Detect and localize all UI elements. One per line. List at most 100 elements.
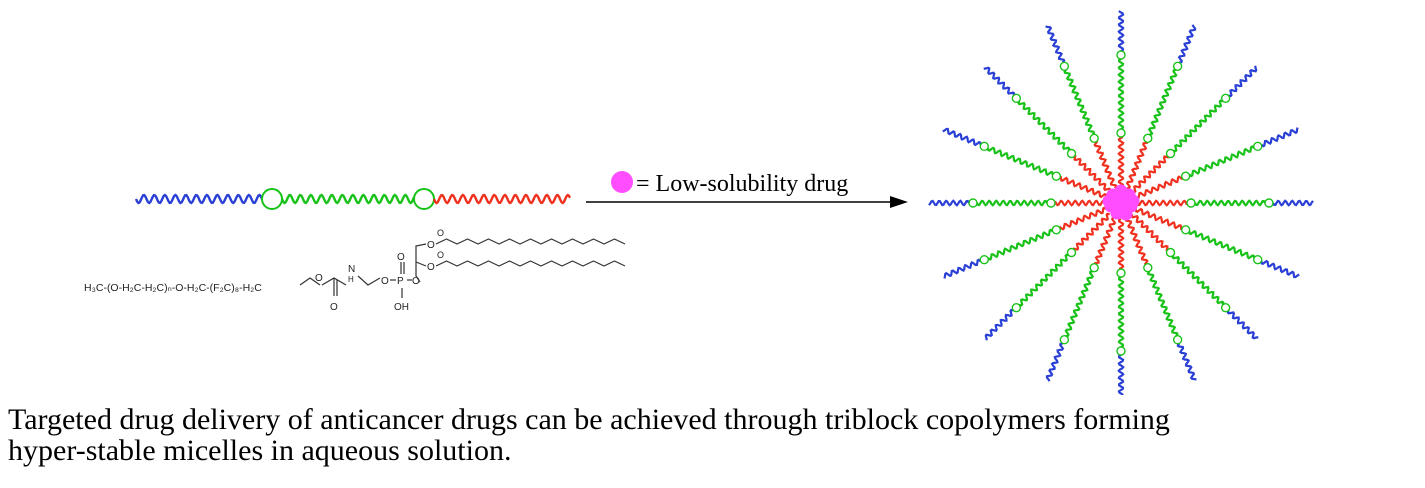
micelle-arm-segment [1147,68,1178,136]
micelle-arm-segment [1260,259,1300,279]
micelle-arm-segment [1130,214,1169,252]
micelle-arm-segment [1045,25,1066,64]
micelle-arm-segment [1073,154,1112,192]
micelle-junction-circle [1186,198,1196,208]
micelle-arm-segment [1054,199,1106,207]
micelle-junction-circle [1089,262,1099,273]
micelle-arm-segment [1117,58,1125,130]
micelle-arm-segment [984,308,1014,341]
micelle-arm-segment [1117,218,1125,270]
drug-circle-icon [611,171,633,193]
micelle-junction-circle [1046,198,1056,208]
micelle-arm-segment [1059,176,1108,199]
micelle-arm-segment [1094,216,1117,265]
micelle-arm-segment [1072,212,1110,251]
atom-o-ester: O [412,276,420,287]
hydrophilic-block [134,193,264,205]
micelle-junction-circle [1264,198,1274,208]
drug-core [1102,184,1140,221]
micelle-arm-segment [1171,255,1225,306]
micelle-junction-circle [1059,61,1070,71]
micelle-junction-circle [1116,128,1126,138]
micelle-arm-segment [1132,155,1170,194]
drug-particle [1102,194,1116,208]
atom-o-carbamate: O [315,273,323,284]
micelle-arm-segment [1125,141,1148,190]
micelle-junction-circle [1180,225,1191,235]
micelle-arm-segment [1134,207,1183,230]
micelle-arm-segment [976,199,1048,207]
micelle-arm-segment [1063,69,1096,136]
fatty-acid-chain [435,260,626,267]
chemical-structure: H₃C-(O-H₂C-H₂C)ₙ-O-H₂C-(F₂C)₈-H₂C O O N … [84,228,626,313]
micelle-junction-circle [1059,335,1070,345]
micelle-junction-circle [1116,268,1126,278]
micelle-junction-circle [1116,50,1126,60]
atom-h: H [348,275,354,284]
micelle-arm-segment [1136,199,1188,207]
diagram-canvas: H₃C-(O-H₂C-H₂C)ₙ-O-H₂C-(F₂C)₈-H₂C O O N … [84,10,1314,395]
micelle-junction-circle [1051,171,1062,181]
drug-particle [1114,184,1128,198]
micelle-arm-segment [1117,354,1125,395]
micelle-junction-circle [1253,254,1263,265]
micelle-arm-segment [942,127,982,147]
atom-o-chain2-double: O [437,250,444,260]
atom-n: N [348,264,355,275]
micelle-arm-segment [928,199,970,207]
micelle-junction-circle [1253,141,1263,152]
legend-label: = Low-solubility drug [636,171,848,197]
micelle-junction-circle [1165,148,1176,159]
micelle-arm-segment [1194,199,1266,207]
micelle-arm-segment [1117,10,1125,52]
micelle-arm-segment [1177,24,1197,64]
atom-o-chain1-double: O [437,228,444,238]
formula-main: H₃C-(O-H₂C-H₂C)ₙ-O-H₂C-(F₂C)₈-H₂C [84,282,262,294]
micelle-junction-circle [1116,346,1126,356]
micelle-junction-circle [1220,302,1231,313]
micelle-arm-segment [1064,270,1095,338]
micelle-arm-segment [1017,100,1071,151]
micelle-junction-circle [1011,93,1022,104]
fluorinated-block [280,193,416,205]
micelle-arm-segment [1228,65,1258,98]
micelle-arm-segment [1188,229,1256,260]
micelle-junction-circle [1172,61,1183,71]
micelle-arm-segment [1272,199,1314,207]
micelle-junction-circle [1011,302,1022,313]
micelle-junction-circle [979,141,989,152]
micelle-arm-segment [987,228,1054,261]
block-junction-circle [413,188,435,210]
micelle-junction-circle [1143,262,1153,273]
micelle-arm-segment [1117,276,1125,348]
micelle-junction-circle [1051,225,1062,235]
triblock-copolymer-chain [134,188,572,210]
drug-particle [1126,194,1140,208]
atom-o-double-carbamate: O [330,302,338,313]
micelle-junction-circle [1180,171,1191,181]
micelle-arm-segment [1173,99,1224,153]
lipid-block [432,193,572,205]
caption: Targeted drug delivery of anticancer dru… [8,404,1418,466]
atom-o-link: O [381,276,389,287]
micelle-junction-circle [1066,247,1077,258]
micelle-junction-circle [1165,247,1176,258]
caption-line-2: hyper-stable micelles in aqueous solutio… [8,434,512,467]
micelle-arm-segment [1018,253,1069,307]
micelle-arm-segment [943,258,982,279]
micelle-arm-segment [986,146,1054,177]
atom-o-chain2: O [427,262,435,273]
micelle-arm-segment [1135,175,1184,200]
micelle-junction-circle [1143,133,1153,144]
micelle-arm-segment [1226,310,1259,340]
micelle-arm-segment [1045,342,1065,382]
fatty-acid-chain [435,238,626,245]
atom-o-chain1: O [427,240,435,251]
atom-p: P [397,276,404,287]
micelle-arm-segment [1260,127,1299,148]
micelle-arm-segment [1176,342,1197,381]
micelle-arm-segment [983,66,1016,96]
micelle-junction-circle [1220,93,1231,104]
micelle-junction-circle [1089,133,1099,144]
atom-oh: OH [394,302,409,313]
